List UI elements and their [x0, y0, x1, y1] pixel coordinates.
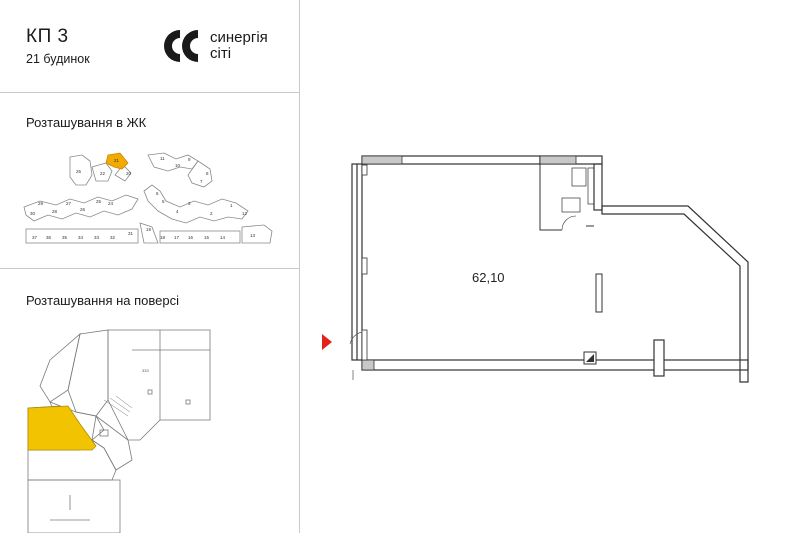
- building-label: 22: [100, 171, 106, 176]
- brand-name-line2: сіті: [210, 45, 232, 62]
- building-label: 10: [175, 163, 181, 168]
- building-label: 26: [80, 207, 86, 212]
- building-subtitle: 21 будинок: [26, 52, 90, 66]
- highlighted-building: [105, 152, 129, 170]
- building-label: 30: [30, 211, 36, 216]
- building-label: 25: [76, 169, 82, 174]
- building-label: 21: [114, 158, 120, 163]
- divider: [0, 92, 300, 93]
- building-label: 6: [156, 191, 159, 196]
- floor-map: 333: [27, 329, 211, 533]
- building-label: 36: [46, 235, 52, 240]
- building-label: 11: [160, 156, 165, 161]
- page-title: КП 3: [26, 26, 69, 47]
- building-label: 29: [38, 201, 44, 206]
- building-label: 19: [146, 227, 152, 232]
- building-label: 16: [188, 235, 194, 240]
- building-label: 32: [110, 235, 116, 240]
- building-label: 37: [32, 235, 38, 240]
- floor-location-heading: Розташування на поверсі: [26, 293, 180, 308]
- building-label: 28: [52, 209, 58, 214]
- building-label: 15: [204, 235, 210, 240]
- divider: [0, 268, 300, 269]
- building-label: 14: [220, 235, 226, 240]
- highlighted-unit: [27, 405, 97, 451]
- brand-logo-icon: [164, 30, 198, 62]
- brand-name-line1: синергія: [210, 29, 268, 46]
- building-label: 27: [66, 201, 72, 206]
- building-label: 4: [176, 209, 179, 214]
- building-label: 35: [62, 235, 68, 240]
- floor-plan: 62,10: [322, 155, 749, 383]
- building-label: 13: [250, 233, 256, 238]
- building-label: 5: [162, 199, 165, 204]
- building-label: 34: [78, 235, 84, 240]
- complex-location-heading: Розташування в ЖК: [26, 115, 147, 130]
- entrance-arrow-icon: [322, 334, 332, 350]
- building-label: 20: [126, 171, 132, 176]
- building-label: 17: [174, 235, 180, 240]
- area-label: 62,10: [472, 270, 505, 285]
- floor-plan-panel: 62,10: [300, 0, 800, 533]
- info-panel: КП 3 21 будинок синергія сіті Розташуван…: [0, 0, 300, 533]
- building-label: 31: [128, 231, 134, 236]
- building-label: 24: [108, 201, 114, 206]
- building-label: 25: [96, 199, 102, 204]
- building-label: 9: [188, 157, 191, 162]
- building-label: 2: [210, 211, 213, 216]
- building-label: 7: [200, 179, 203, 184]
- building-label: 1: [230, 203, 233, 208]
- building-label: 8: [206, 171, 209, 176]
- building-label: 18: [160, 235, 166, 240]
- building-label: 12: [242, 211, 248, 216]
- floor-room-label: 333: [142, 368, 149, 373]
- building-label: 3: [188, 201, 191, 206]
- building-label: 33: [94, 235, 100, 240]
